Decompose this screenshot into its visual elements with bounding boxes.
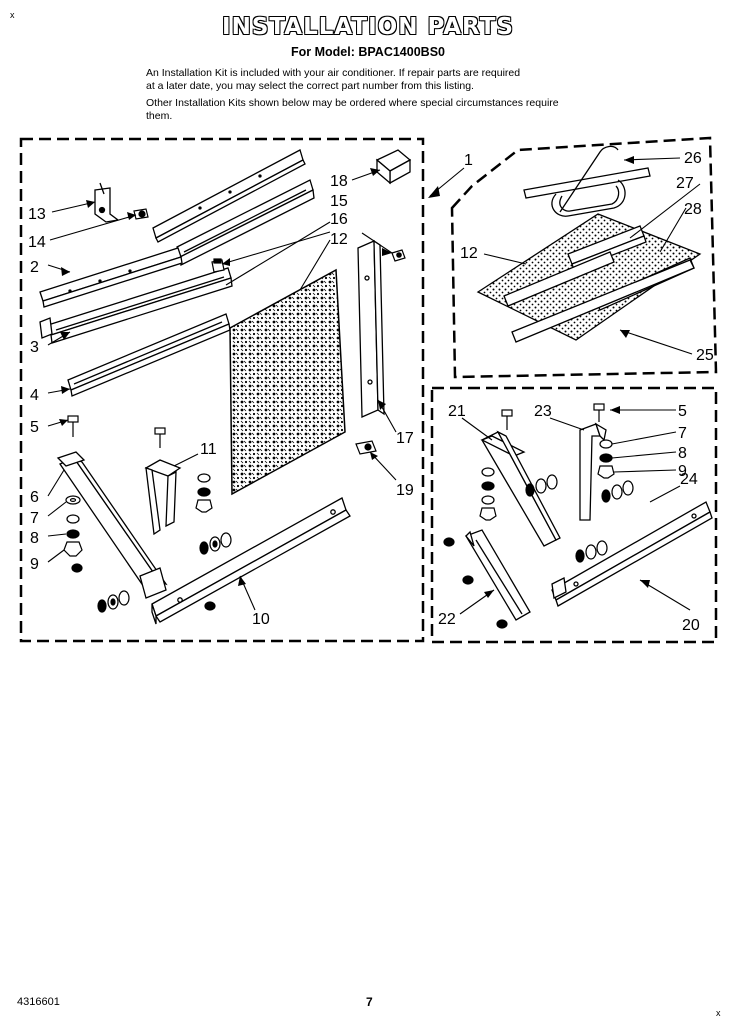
top-rail: [152, 149, 306, 243]
corner-mark-bottom-right: x: [716, 1008, 721, 1018]
foam-kit-boundary: [450, 136, 718, 379]
intro-p1-line2: at a later date, you may select the corr…: [146, 80, 474, 92]
main-kit-boundary: [19, 137, 425, 643]
label-part-12-kit: 12: [460, 245, 478, 262]
bracket-part-22: [465, 529, 531, 621]
footer-page-number: 7: [366, 995, 373, 1009]
label-part-24: 24: [680, 471, 698, 488]
label-part-27: 27: [676, 175, 694, 192]
label-part-20: 20: [682, 617, 700, 634]
intro-p1-line1: An Installation Kit is included with you…: [146, 67, 521, 79]
intro-p2-line1: Other Installation Kits shown below may …: [146, 97, 559, 109]
label-part-7: 7: [30, 510, 39, 527]
bracket-kit-boundary: [430, 386, 718, 644]
washer-stack-part-21: [479, 467, 497, 521]
screw-part-22a: [462, 575, 474, 585]
bracket-part-11: [144, 459, 182, 536]
leader-arrowheads: [59, 156, 650, 598]
washer-stack-part-23: [597, 439, 615, 479]
bolt-part-21: [501, 409, 513, 430]
bolt-part-5-kit: [593, 403, 605, 422]
bracket-part-21: [480, 430, 561, 547]
foam-panel-part-12: [229, 268, 346, 496]
label-part-14: 14: [28, 234, 46, 251]
label-part-9: 9: [30, 556, 39, 573]
label-part-5: 5: [30, 419, 39, 436]
label-part-11: 11: [200, 441, 217, 458]
washer-part-8: [66, 529, 80, 539]
label-part-15: 15: [330, 193, 348, 210]
label-part-7-kit: 7: [678, 425, 687, 442]
sill-support-part-20: [551, 501, 713, 607]
washer-part-7: [65, 495, 81, 505]
label-part-12: 12: [330, 231, 348, 248]
label-part-21: 21: [448, 403, 466, 420]
footer-part-number: 4316601: [17, 996, 60, 1008]
screw-part-15: [391, 249, 406, 262]
label-part-28: 28: [684, 201, 702, 218]
label-part-23: 23: [534, 403, 552, 420]
label-part-18: 18: [330, 173, 348, 190]
label-part-13: 13: [28, 206, 46, 223]
side-rail-part-2: [39, 247, 183, 308]
intro-paragraph-2: Other Installation Kits shown below may …: [146, 97, 626, 123]
washer-stack-center: [195, 473, 213, 513]
fastener-stack-part-23: [601, 480, 634, 503]
vertical-channel-part-17: [357, 239, 385, 418]
leg-bracket-part-6: [56, 451, 168, 599]
model-subtitle: For Model: BPAC1400BS0: [291, 45, 445, 59]
leader-lines: [47, 157, 701, 615]
bottom-rail-part-4: [67, 313, 231, 397]
screw-part-22b: [496, 619, 508, 629]
intro-p2-line2: them.: [146, 110, 173, 122]
fastener-stack-part-24: [575, 540, 608, 563]
channel-rail-part-3: [39, 267, 233, 344]
part-labels: 1 13 14 2 3 4 5 6 7 8 9 11 10 18 15 16 1…: [28, 150, 714, 634]
screw-part-16: [211, 258, 225, 273]
bolt-part-11: [154, 427, 166, 448]
label-part-19: 19: [396, 482, 414, 499]
sill-support-part-10: [151, 497, 351, 625]
nut-part-9: [63, 541, 83, 557]
label-part-2: 2: [30, 259, 39, 276]
label-part-9-kit: 9: [678, 463, 687, 480]
label-part-16: 16: [330, 211, 348, 228]
intro-text: An Installation Kit is included with you…: [146, 67, 626, 127]
fastener-stack-part-21: [525, 474, 558, 497]
fastener-stack-lower-left: [97, 590, 130, 613]
channel-part-28: [503, 251, 695, 343]
bolt-part-5: [67, 415, 79, 437]
screw-part-19: [355, 440, 377, 455]
label-part-17: 17: [396, 430, 414, 447]
mounting-bracket-part-13: [94, 182, 120, 223]
screw-part-14: [133, 208, 149, 220]
label-part-10: 10: [252, 611, 270, 628]
label-part-6: 6: [30, 489, 39, 506]
corner-mark-top-left: x: [10, 10, 15, 20]
label-part-8-kit: 8: [678, 445, 687, 462]
label-part-4: 4: [30, 387, 39, 404]
label-part-8: 8: [30, 530, 39, 547]
label-part-22: 22: [438, 611, 456, 628]
screw-small-left: [71, 563, 83, 573]
intro-paragraph-1: An Installation Kit is included with you…: [146, 67, 626, 93]
label-part-3: 3: [30, 339, 39, 356]
foam-block-part-18: [375, 149, 412, 185]
page-title: INSTALLATION PARTS: [222, 14, 514, 40]
washer-part-7b: [66, 514, 80, 524]
label-part-25: 25: [696, 347, 714, 364]
fastener-stack-center: [199, 532, 232, 555]
label-part-1: 1: [464, 152, 473, 169]
label-part-5-kit: 5: [678, 403, 687, 420]
screw-part-10: [204, 601, 216, 611]
screw-part-21-left: [443, 537, 455, 547]
foam-strip-part-26: [523, 145, 651, 217]
label-part-26: 26: [684, 150, 702, 167]
